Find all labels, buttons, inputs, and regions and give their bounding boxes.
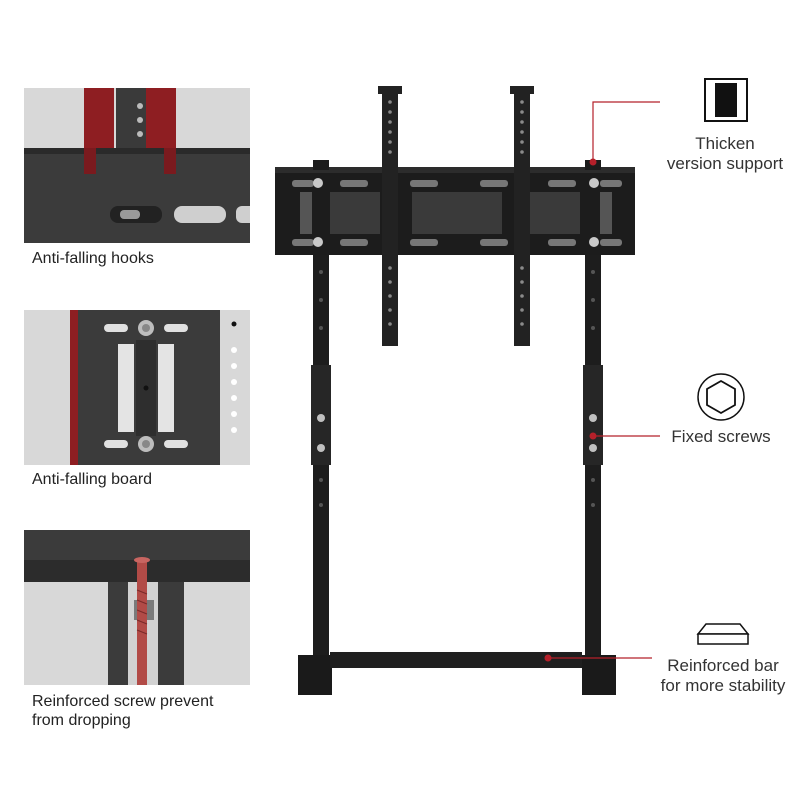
hex-nut-icon [696, 372, 746, 422]
left-foot [298, 655, 332, 695]
caption-reinforced-screw: Reinforced screw prevent from dropping [32, 692, 213, 730]
caption-anti-falling-hooks: Anti-falling hooks [32, 250, 154, 267]
tv-stand-illustration [260, 80, 660, 700]
callout-thicken-line2: version support [666, 154, 784, 173]
callout-bar-line2: for more stability [660, 676, 786, 695]
caption-reinforced-screw-line1: Reinforced screw prevent [32, 693, 214, 710]
detail-photo-board [24, 310, 250, 465]
callout-bar-line1: Reinforced bar [667, 656, 779, 675]
callout-thicken-support: Thicken version support [650, 134, 800, 174]
detail-photo-screw [24, 530, 250, 685]
caption-reinforced-screw-line2: from dropping [32, 712, 131, 729]
callout-fixed-screws: Fixed screws [671, 427, 771, 446]
thicken-support-icon [704, 78, 748, 122]
detail-photo-hooks [24, 88, 250, 243]
caption-anti-falling-board: Anti-falling board [32, 471, 153, 488]
reinforced-bar [330, 652, 582, 668]
right-foot [582, 655, 616, 695]
right-vesa-arm [514, 86, 530, 346]
reinforced-bar-icon [696, 622, 750, 646]
left-vesa-arm [382, 86, 398, 346]
callout-reinforced-bar: Reinforced bar for more stability [648, 656, 798, 696]
callout-thicken-line1: Thicken [695, 134, 755, 153]
